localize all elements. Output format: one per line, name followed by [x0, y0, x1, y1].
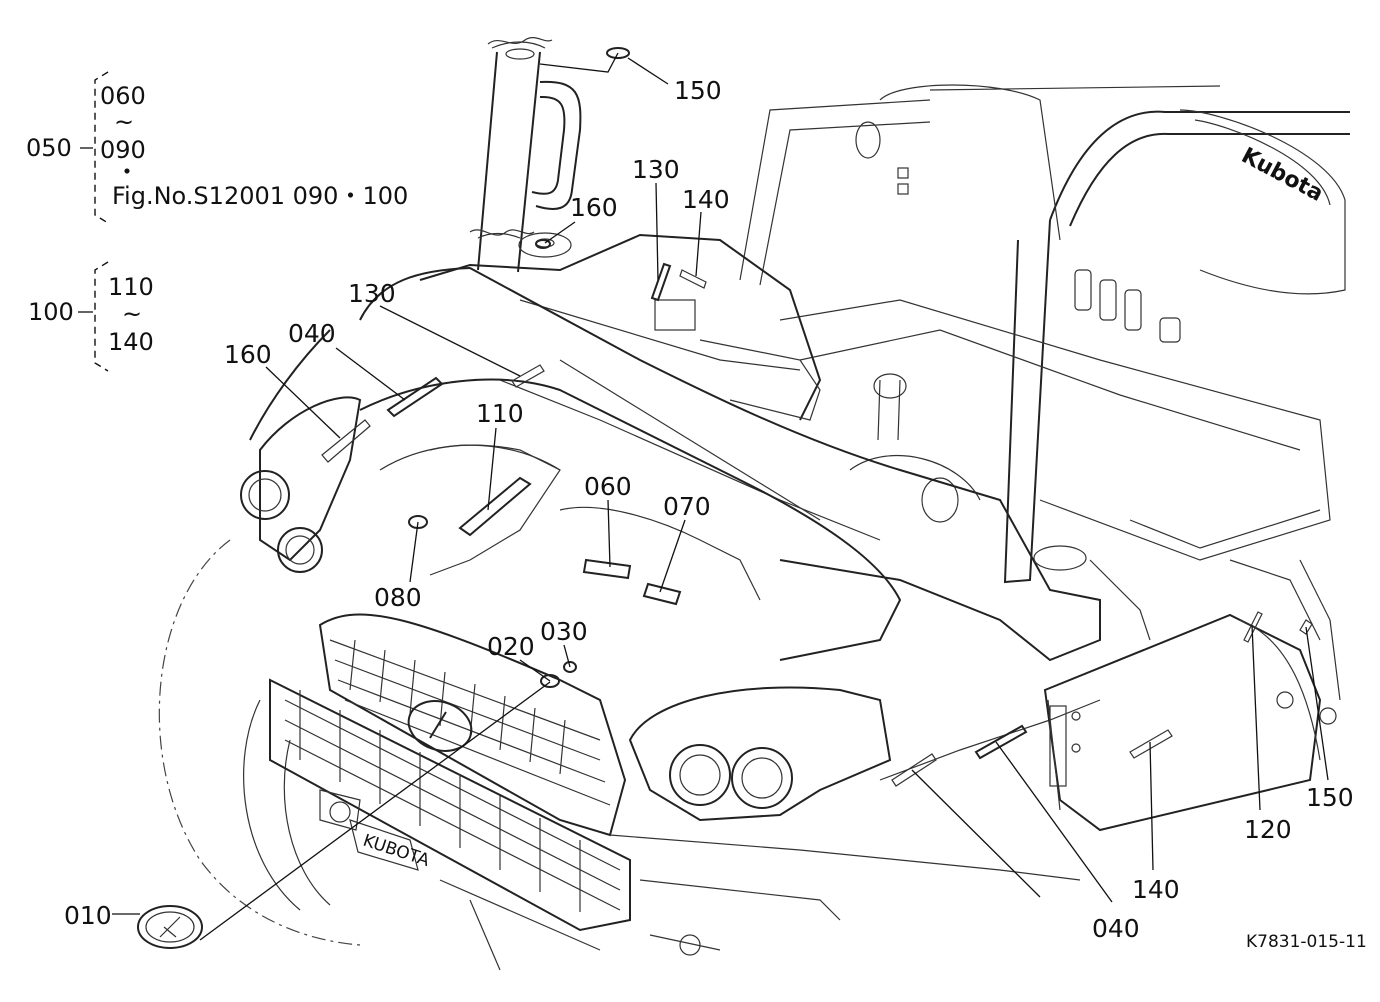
legend-100-tilde: ~ — [122, 300, 142, 328]
callout-010: 010 — [64, 901, 112, 930]
callout-030: 030 — [540, 617, 588, 646]
callout-040-top: 040 — [288, 319, 336, 348]
cap-part-150-top — [606, 47, 630, 59]
callout-040-bottom: 040 — [1092, 914, 1140, 943]
decal-part-130-top — [511, 364, 545, 388]
legend-050-reference: Fig.No.S12001 090・100 — [112, 182, 408, 210]
callout-150-top: 150 — [674, 76, 722, 105]
decal-part-160-top — [321, 419, 371, 463]
decal-parts — [137, 47, 1313, 949]
callout-120: 130 — [632, 155, 680, 184]
decal-part-140-top — [679, 269, 707, 289]
cap-part-080 — [408, 515, 428, 529]
legend-100-to: 140 — [108, 328, 154, 356]
emblem-part-010 — [137, 905, 203, 949]
figure-code: K7831-015-11 — [1246, 932, 1367, 952]
legend-100-from: 110 — [108, 273, 154, 301]
legend-050-to: 090 — [100, 136, 146, 164]
decal-part-120 — [650, 262, 672, 302]
label-part-090 — [458, 476, 532, 537]
legend-group-100: 100 110 ~ 140 — [28, 261, 154, 372]
callout-160-top: 160 — [224, 340, 272, 369]
callout-110: 120 — [1244, 815, 1292, 844]
callout-130-bottom: 140 — [1132, 875, 1180, 904]
legend-050-tilde: ~ — [114, 108, 134, 136]
label-part-070 — [642, 582, 682, 606]
decal-part-160-bottom — [891, 753, 937, 787]
callout-130-top: 130 — [348, 279, 396, 308]
label-part-060 — [582, 558, 632, 580]
callout-060: 060 — [584, 472, 632, 501]
callout-070: 070 — [663, 492, 711, 521]
decal-part-130-bottom — [1129, 729, 1173, 759]
callout-140-top: 140 — [682, 185, 730, 214]
legend-050-dot: ・ — [115, 158, 139, 186]
vehicle-drawing: KUBOTA Kubota — [158, 37, 1350, 971]
legend-050-code: 050 — [26, 134, 72, 162]
cap-part-150-mid — [535, 239, 551, 249]
callout-labels: 150 160 130 140 130 040 160 110 060 070 … — [64, 76, 1354, 943]
legend-100-code: 100 — [28, 298, 74, 326]
callout-090: 110 — [476, 399, 524, 428]
callout-150-mid: 160 — [570, 193, 618, 222]
nut-part-030 — [563, 661, 577, 673]
decal-part-040-bottom — [974, 724, 1028, 760]
decal-part-040-top — [386, 376, 444, 418]
leader-lines — [112, 52, 1329, 941]
callout-140-bottom: 150 — [1306, 783, 1354, 812]
callout-080: 080 — [374, 583, 422, 612]
grille-brand-text: KUBOTA — [360, 831, 432, 871]
callout-020: 020 — [487, 632, 535, 661]
decal-part-140-bottom — [1299, 619, 1313, 635]
washer-part-020 — [540, 674, 560, 688]
decal-part-110 — [1243, 611, 1263, 643]
legend-group-050: 050 060 ~ 090 ・ Fig.No.S12001 090・100 — [26, 71, 408, 224]
legend-050-from: 060 — [100, 82, 146, 110]
